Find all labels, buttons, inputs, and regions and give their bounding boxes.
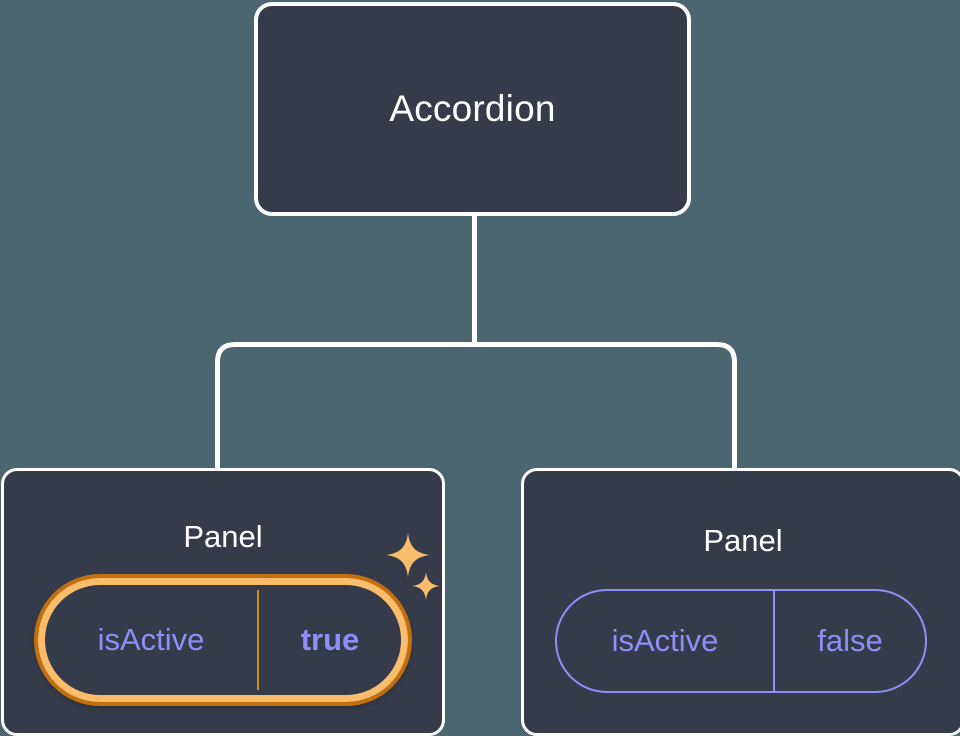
node-accordion-label: Accordion (389, 88, 556, 129)
sparkle-small-icon (412, 572, 440, 600)
node-panel-right[interactable]: Panel isActive false (521, 468, 960, 736)
prop-value: true (300, 622, 360, 657)
prop-pill-isactive-false[interactable]: isActive false (555, 589, 927, 693)
prop-key: isActive (611, 623, 719, 658)
node-panel-left-label: Panel (183, 519, 263, 554)
node-panel-left[interactable]: Panel isActive true (1, 468, 445, 736)
prop-key: isActive (97, 622, 205, 657)
prop-divider (257, 590, 259, 690)
prop-pill-inner-ring: isActive true (38, 578, 408, 702)
prop-pill-isactive-true[interactable]: isActive true (34, 574, 412, 706)
prop-value: false (817, 623, 883, 658)
sparkle-large-icon (386, 533, 430, 577)
edge-child-bus (215, 342, 737, 470)
prop-divider (773, 591, 775, 691)
node-panel-right-label: Panel (703, 523, 783, 558)
node-accordion[interactable]: Accordion (254, 2, 691, 216)
